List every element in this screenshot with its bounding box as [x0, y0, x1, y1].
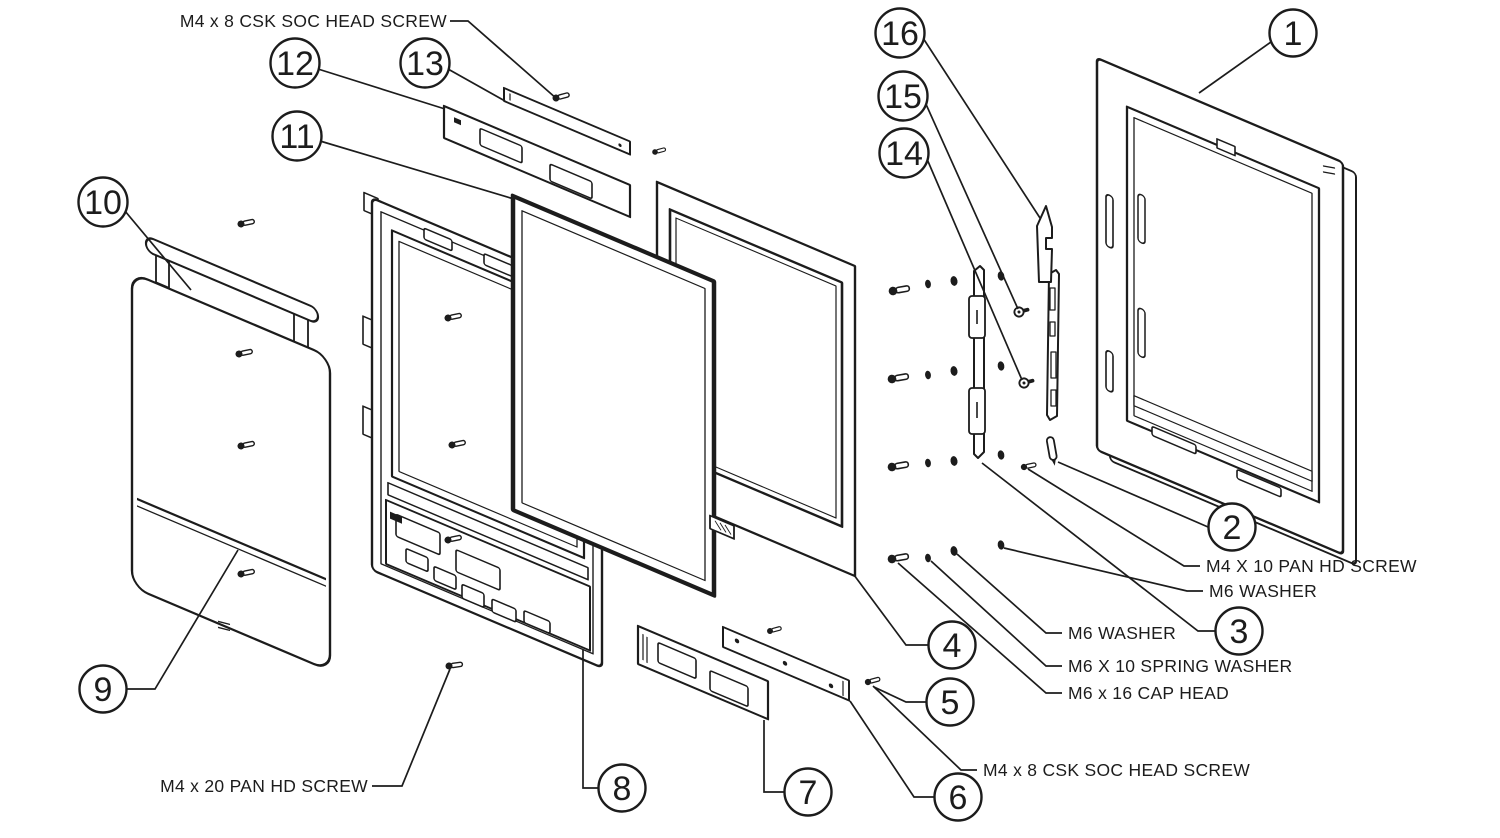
- callout-2: 2: [1207, 502, 1257, 552]
- part-retainer-strip-left: [636, 624, 770, 721]
- hardware-flat-washers: [950, 276, 958, 556]
- part-latch-rail: [1046, 269, 1060, 421]
- callout-number: 2: [1223, 509, 1242, 547]
- callout-16: 16: [874, 7, 926, 59]
- label-m6-washer-lower: M6 WASHER: [1068, 623, 1176, 643]
- label-m6-washer-upper: M6 WASHER: [1209, 581, 1317, 601]
- pan-screw: [236, 217, 256, 229]
- callout-3: 3: [1214, 606, 1264, 656]
- callout-number: 9: [94, 671, 113, 709]
- part-pcb-strip: [442, 104, 632, 219]
- callout-9: 9: [78, 664, 128, 714]
- callout-number: 10: [84, 184, 122, 222]
- callout-number: 13: [406, 45, 444, 83]
- label-top-csk-screw: M4 x 8 CSK SOC HEAD SCREW: [180, 11, 447, 31]
- callout-13: 13: [399, 37, 451, 89]
- part-front-frame: [1095, 57, 1357, 565]
- callout-8: 8: [597, 763, 647, 813]
- callout-4: 4: [927, 620, 977, 670]
- thumb-screw: [1012, 303, 1032, 319]
- part-top-cover-strip: [503, 86, 631, 156]
- part-retainer-strip-right: [722, 625, 850, 702]
- hardware-spring-washers: [925, 279, 931, 563]
- callout-number: 12: [276, 45, 314, 83]
- callout-6: 6: [933, 772, 983, 822]
- callout-number: 11: [279, 118, 314, 156]
- callout-number: 8: [613, 770, 632, 808]
- callout-number: 7: [799, 774, 818, 812]
- part-pin: [1045, 436, 1058, 466]
- part-latch-bracket: [1036, 205, 1053, 283]
- callout-number: 14: [885, 135, 923, 173]
- part-mount-bracket-strip: [968, 265, 986, 459]
- callout-number: 6: [949, 779, 968, 817]
- label-bottom-csk-screw: M4 x 8 CSK SOC HEAD SCREW: [983, 760, 1250, 780]
- callout-15: 15: [877, 70, 929, 122]
- callout-11: 11: [271, 110, 323, 162]
- csk-screw-bottom-labeled: [863, 675, 882, 687]
- part-rear-cover-panel: [130, 237, 332, 667]
- pan-screw-labeled: [444, 659, 464, 671]
- part-inner-glass: [510, 193, 735, 598]
- callout-10: 10: [77, 176, 129, 228]
- callout-14: 14: [878, 127, 930, 179]
- hardware-cap-screws: [886, 283, 911, 565]
- glass-clip-tab: [709, 514, 735, 540]
- label-spring-washer: M6 X 10 SPRING WASHER: [1068, 656, 1292, 676]
- leader-lines: [124, 20, 1272, 798]
- callout-1: 1: [1268, 8, 1318, 58]
- label-cap-head: M6 x 16 CAP HEAD: [1068, 683, 1229, 703]
- csk-screw: [651, 145, 667, 156]
- callout-number: 5: [941, 684, 960, 722]
- callout-number: 15: [884, 78, 922, 116]
- csk-screw: [765, 624, 783, 636]
- callout-number: 1: [1284, 15, 1303, 53]
- label-pan-hd-screw-m4x20: M4 x 20 PAN HD SCREW: [160, 776, 368, 796]
- callout-number: 16: [881, 15, 919, 53]
- callout-7: 7: [783, 767, 833, 817]
- hardware-washers-col3: [997, 271, 1005, 550]
- callout-number: 4: [943, 627, 962, 665]
- callout-number: 3: [1230, 613, 1249, 651]
- callout-12: 12: [269, 37, 321, 89]
- callout-5: 5: [925, 677, 975, 727]
- label-pan-hd-screw-m4x10: M4 X 10 PAN HD SCREW: [1206, 556, 1417, 576]
